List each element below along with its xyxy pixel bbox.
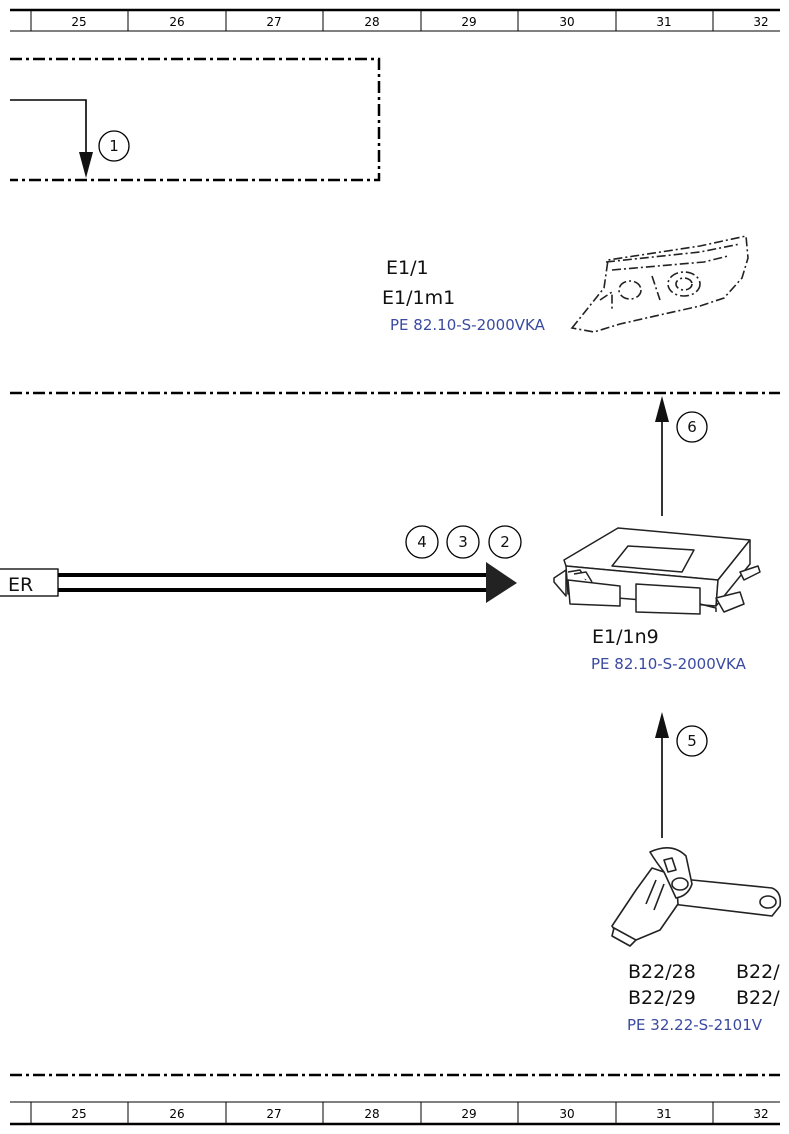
arrow-5 [655,712,669,838]
sensor-label-b22-29: B22/29 [628,987,696,1009]
sensor-label-b22-cut-1: B22/ [736,961,780,983]
svg-text:3: 3 [458,533,468,551]
headlamp-labels: E1/1 E1/1m1 PE 82.10-S-2000VKA [382,257,546,334]
callout-4: 4 [405,525,439,559]
svg-text:4: 4 [417,533,427,551]
svg-text:6: 6 [687,418,697,436]
level-sensor-icon [611,847,782,947]
ruler-col: 32 [753,1107,768,1121]
ruler-col: 31 [656,1107,671,1121]
ruler-col: 31 [656,15,671,29]
headlamp-icon [570,235,749,333]
sensor-label-b22-28: B22/28 [628,961,696,983]
bottom-ruler: 25 26 27 28 29 30 31 32 [10,1101,780,1126]
control-unit-label: E1/1n9 [592,626,659,648]
ruler-col: 27 [266,1107,281,1121]
ruler-col: 29 [461,1107,476,1121]
svg-text:5: 5 [687,732,697,750]
headlamp-label-1: E1/1 [386,257,429,279]
callout-1: 1 [98,130,130,162]
boundary-lines [10,57,780,1077]
top-left-boundary-box [10,57,381,182]
callout-5: 5 [676,725,708,757]
callout-6: 6 [676,411,708,443]
ruler-col: 27 [266,15,281,29]
sensor-labels: B22/28 B22/29 B22/ B22/ PE 32.22-S-2101V [627,961,780,1034]
svg-text:1: 1 [109,137,119,155]
svg-text:2: 2 [500,533,510,551]
ruler-col: 28 [364,15,379,29]
ruler-col: 30 [559,15,574,29]
bus-label: ER [8,574,33,596]
ruler-col: 28 [364,1107,379,1121]
ruler-col: 30 [559,1107,574,1121]
headlamp-ref: PE 82.10-S-2000VKA [390,316,546,334]
ruler-col: 26 [169,1107,184,1121]
callout-2: 2 [488,525,522,559]
control-unit-labels: E1/1n9 PE 82.10-S-2000VKA [591,626,747,673]
ruler-col: 32 [753,15,768,29]
sensor-label-b22-cut-2: B22/ [736,987,780,1009]
top-ruler: 25 26 27 28 29 30 31 32 [10,8,780,32]
bus-connector: ER [0,562,517,603]
ruler-col: 26 [169,15,184,29]
arrow-6 [655,396,669,516]
control-unit-ref: PE 82.10-S-2000VKA [591,655,747,673]
headlamp-label-2: E1/1m1 [382,287,455,309]
ruler-col: 25 [71,15,86,29]
control-unit-icon [553,527,761,615]
sensor-ref: PE 32.22-S-2101V [627,1016,763,1034]
ruler-col: 25 [71,1107,86,1121]
callout-3: 3 [446,525,480,559]
ruler-col: 29 [461,15,476,29]
wire-1 [10,99,93,178]
